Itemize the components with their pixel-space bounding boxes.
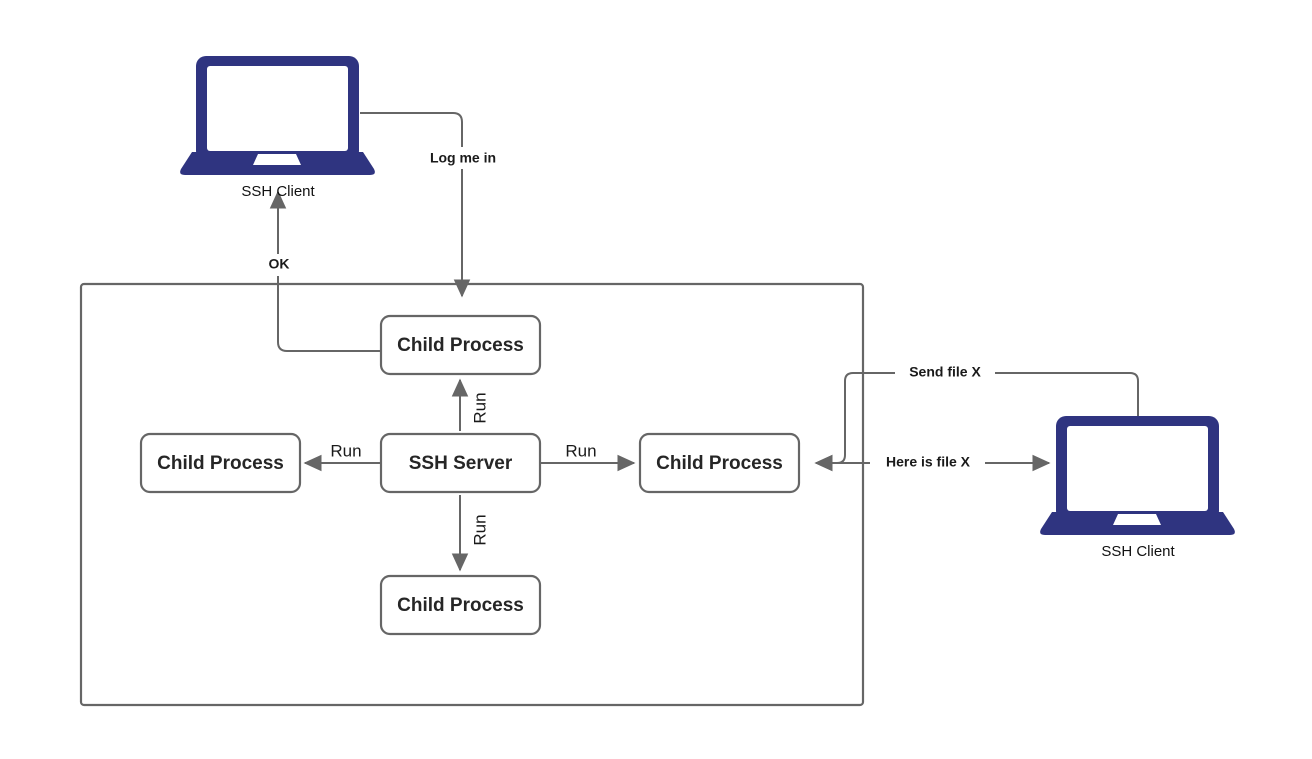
node-box bbox=[379, 314, 542, 376]
edge-label-here-is-file-x-group: Here is file X bbox=[870, 452, 985, 474]
edge-label-send-file-x: Send file X bbox=[909, 364, 981, 380]
node-ssh-server[interactable]: SSH Server bbox=[379, 432, 542, 494]
edge-label-log-me-in-group: Log me in bbox=[410, 147, 517, 169]
edge-label-run-up: Run bbox=[470, 392, 489, 423]
edge-log-me-in bbox=[360, 112, 471, 298]
node-box bbox=[638, 432, 801, 494]
edge-label-log-me-in: Log me in bbox=[430, 150, 496, 166]
edge-label-run-down-group: Run bbox=[470, 508, 492, 552]
edge-label-run-right: Run bbox=[565, 441, 596, 460]
laptop-screen-inner bbox=[1067, 426, 1208, 511]
edge-label-run-right-group: Run bbox=[559, 440, 603, 462]
device-label: SSH Client bbox=[1101, 543, 1175, 560]
node-child-process-left[interactable]: Child Process bbox=[139, 432, 302, 494]
node-child-process-bottom[interactable]: Child Process bbox=[379, 574, 542, 636]
edge-label-send-file-x-group: Send file X bbox=[895, 362, 995, 384]
node-label: Child Process bbox=[397, 595, 524, 616]
device-ssh-client-top-left[interactable]: SSH Client bbox=[180, 56, 375, 200]
node-box bbox=[139, 432, 302, 494]
edge-label-ok: OK bbox=[269, 256, 290, 272]
node-label: Child Process bbox=[157, 453, 284, 474]
edge-label-run-up-group: Run bbox=[470, 386, 492, 430]
laptop-trackpad-notch bbox=[1113, 514, 1161, 525]
node-label: SSH Server bbox=[409, 453, 513, 474]
laptop-screen-inner bbox=[207, 66, 348, 151]
node-box bbox=[379, 574, 542, 636]
edge-label-ok-group: OK bbox=[258, 254, 298, 276]
edge-label-run-left-group: Run bbox=[324, 440, 368, 462]
node-child-process-top[interactable]: Child Process bbox=[379, 314, 542, 376]
device-ssh-client-right[interactable]: SSH Client bbox=[1040, 416, 1235, 560]
device-label: SSH Client bbox=[241, 183, 315, 200]
edge-label-here-is-file-x: Here is file X bbox=[886, 454, 971, 470]
node-child-process-right[interactable]: Child Process bbox=[638, 432, 801, 494]
edge-label-run-down: Run bbox=[470, 514, 489, 545]
ssh-server-container bbox=[79, 282, 865, 707]
node-label: Child Process bbox=[656, 453, 783, 474]
node-box bbox=[379, 432, 542, 494]
edge-ok bbox=[269, 190, 381, 352]
laptop-trackpad-notch bbox=[253, 154, 301, 165]
node-label: Child Process bbox=[397, 335, 524, 356]
edge-label-run-left: Run bbox=[330, 441, 361, 460]
